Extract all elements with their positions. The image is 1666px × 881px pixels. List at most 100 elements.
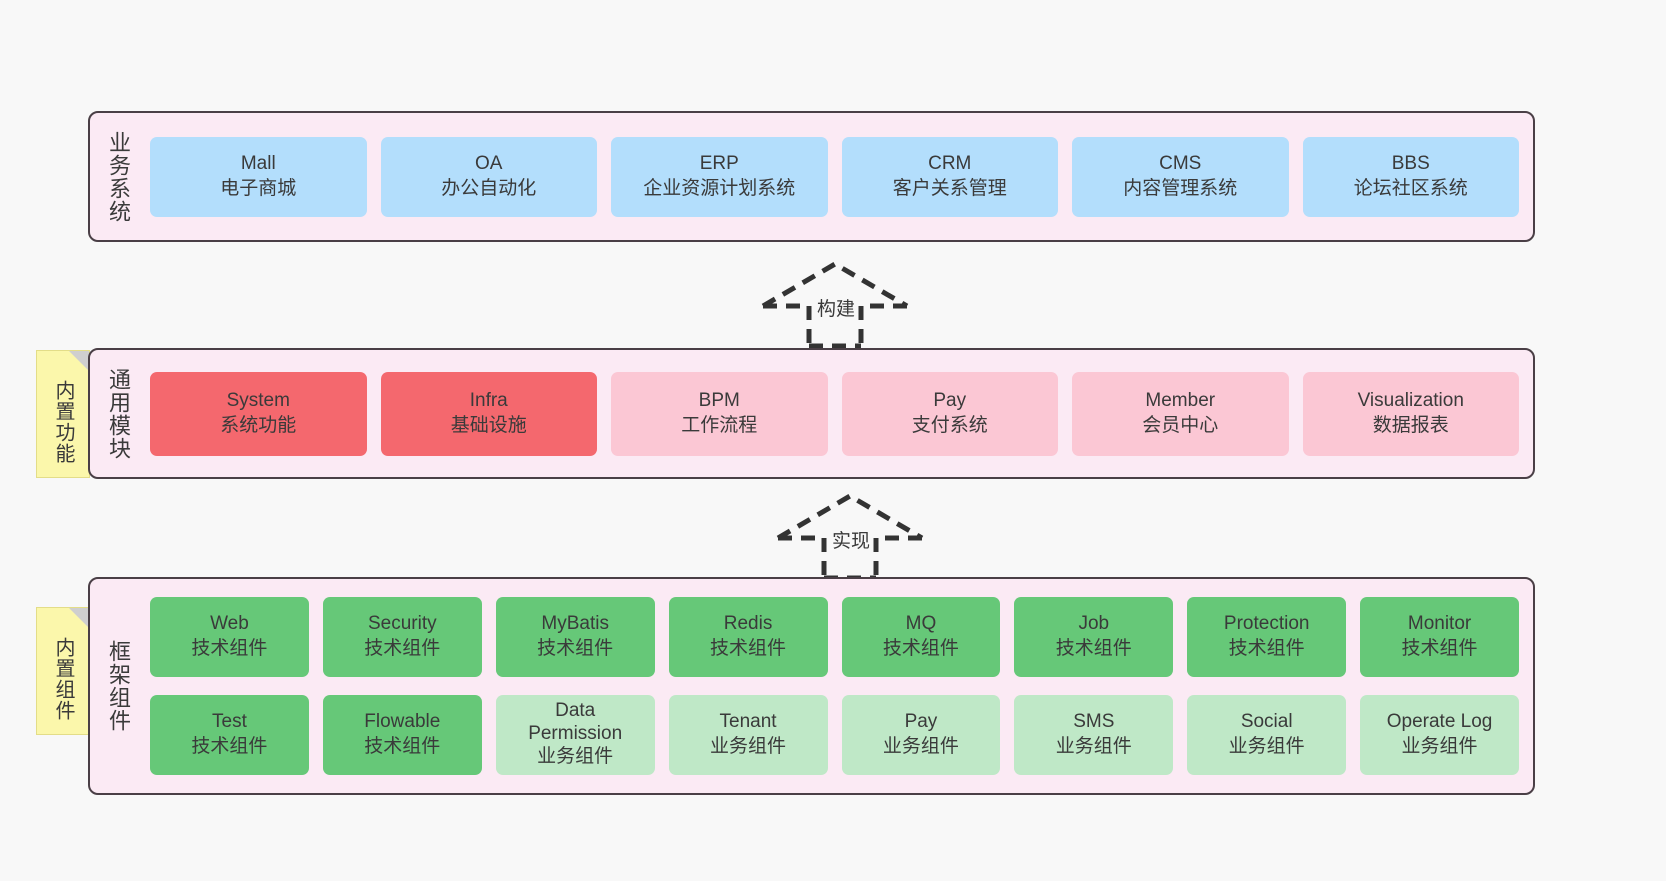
card-crm-cn: 客户关系管理	[892, 177, 1007, 199]
card-oa-en: OA	[475, 152, 503, 174]
card-infra-en: Infra	[469, 389, 508, 411]
card-mq-cn: 技术组件	[882, 638, 959, 659]
card-system-cn: 系统功能	[220, 414, 297, 436]
card-visualization[interactable]: Visualization 数据报表	[1302, 371, 1519, 456]
card-flowable-en: Flowable	[364, 711, 441, 733]
card-web-cn: 技术组件	[191, 638, 268, 659]
card-mybatis-cn: 技术组件	[537, 638, 614, 659]
sticky-note-builtin-components: 内置组件	[36, 607, 90, 735]
card-mybatis-en: MyBatis	[541, 613, 609, 635]
layer-title-business-systems: 业务系统	[105, 130, 131, 223]
card-tenant-cn: 业务组件	[710, 736, 787, 757]
card-mq-en: MQ	[905, 613, 937, 635]
card-member-en: Member	[1145, 389, 1216, 411]
card-member[interactable]: Member 会员中心	[1072, 371, 1289, 456]
card-cms[interactable]: CMS 内容管理系统	[1072, 136, 1289, 217]
card-operate-log-cn: 业务组件	[1401, 736, 1478, 757]
card-infra[interactable]: Infra 基础设施	[380, 371, 597, 456]
card-flowable[interactable]: Flowable 技术组件	[322, 695, 482, 775]
card-erp[interactable]: ERP 企业资源计划系统	[611, 136, 828, 217]
card-bbs-cn: 论坛社区系统	[1353, 177, 1468, 199]
card-infra-cn: 基础设施	[450, 414, 527, 436]
card-social-en: Social	[1240, 711, 1293, 733]
card-redis-cn: 技术组件	[710, 638, 787, 659]
card-cms-cn: 内容管理系统	[1123, 177, 1238, 199]
card-sms[interactable]: SMS 业务组件	[1014, 695, 1174, 775]
card-sms-cn: 业务组件	[1055, 736, 1132, 757]
card-job-cn: 技术组件	[1055, 638, 1132, 659]
card-erp-cn: 企业资源计划系统	[643, 177, 796, 199]
card-oa-cn: 办公自动化	[441, 177, 537, 199]
card-pay-module-cn: 支付系统	[911, 414, 988, 436]
card-crm-en: CRM	[928, 152, 972, 174]
card-visualization-cn: 数据报表	[1372, 414, 1449, 436]
card-tenant-en: Tenant	[719, 711, 777, 733]
card-monitor[interactable]: Monitor 技术组件	[1360, 597, 1519, 677]
card-protection-en: Protection	[1223, 613, 1310, 635]
card-operate-log[interactable]: Operate Log 业务组件	[1360, 695, 1519, 775]
card-security[interactable]: Security 技术组件	[322, 597, 482, 677]
card-data-permission-cn: 业务组件	[537, 746, 614, 768]
layer-framework-components: 框架组件 Web 技术组件 Security 技术组件 MyBatis 技术组件…	[88, 577, 1535, 795]
card-data-permission[interactable]: Data Permission 业务组件	[495, 695, 655, 775]
card-member-cn: 会员中心	[1142, 414, 1219, 436]
card-system-en: System	[226, 389, 290, 411]
arrow-implement: 实现	[770, 490, 930, 581]
card-bbs-en: BBS	[1391, 152, 1430, 174]
card-sms-en: SMS	[1073, 711, 1115, 733]
card-pay-component[interactable]: Pay 业务组件	[841, 695, 1001, 775]
card-protection-cn: 技术组件	[1228, 638, 1305, 659]
framework-row-tech: Web 技术组件 Security 技术组件 MyBatis 技术组件 Redi…	[150, 597, 1519, 677]
card-web-en: Web	[210, 613, 249, 635]
sticky-note-builtin-features-label: 内置功能	[52, 380, 74, 464]
layer-body-framework-components: Web 技术组件 Security 技术组件 MyBatis 技术组件 Redi…	[140, 579, 1533, 793]
card-pay-component-en: Pay	[904, 711, 938, 733]
card-monitor-en: Monitor	[1407, 613, 1472, 635]
card-pay-module-en: Pay	[933, 389, 967, 411]
card-bpm-en: BPM	[698, 389, 740, 411]
layer-business-systems: 业务系统 Mall 电子商城 OA 办公自动化 ERP 企业资源计划系统 CRM…	[88, 111, 1535, 242]
card-test-en: Test	[212, 711, 247, 733]
layer-common-modules: 通用模块 System 系统功能 Infra 基础设施 BPM 工作流程 Pay…	[88, 348, 1535, 479]
sticky-note-builtin-components-label: 内置组件	[52, 637, 74, 721]
card-mybatis[interactable]: MyBatis 技术组件	[495, 597, 655, 677]
layer-title-framework-components: 框架组件	[105, 640, 131, 732]
layer-body-business-systems: Mall 电子商城 OA 办公自动化 ERP 企业资源计划系统 CRM 客户关系…	[140, 113, 1533, 240]
framework-row-business: Test 技术组件 Flowable 技术组件 Data Permission …	[150, 695, 1519, 775]
card-redis-en: Redis	[723, 613, 773, 635]
card-visualization-en: Visualization	[1357, 389, 1464, 411]
arrow-build: 构建	[755, 258, 915, 349]
card-erp-en: ERP	[699, 152, 739, 174]
card-pay-module[interactable]: Pay 支付系统	[841, 371, 1058, 456]
arrow-implement-label: 实现	[832, 531, 871, 552]
card-cms-en: CMS	[1159, 152, 1202, 174]
card-protection[interactable]: Protection 技术组件	[1187, 597, 1347, 677]
card-oa[interactable]: OA 办公自动化	[380, 136, 597, 217]
card-test-cn: 技术组件	[191, 736, 268, 757]
sticky-note-builtin-features: 内置功能	[36, 350, 90, 478]
card-bpm[interactable]: BPM 工作流程	[611, 371, 828, 456]
card-test[interactable]: Test 技术组件	[150, 695, 309, 775]
card-security-en: Security	[367, 613, 437, 635]
card-job[interactable]: Job 技术组件	[1014, 597, 1174, 677]
card-system[interactable]: System 系统功能	[150, 371, 367, 456]
card-pay-component-cn: 业务组件	[882, 736, 959, 757]
card-redis[interactable]: Redis 技术组件	[668, 597, 828, 677]
layer-title-common-modules: 通用模块	[105, 367, 131, 460]
card-job-en: Job	[1078, 613, 1110, 635]
card-flowable-cn: 技术组件	[364, 736, 441, 757]
card-bbs[interactable]: BBS 论坛社区系统	[1302, 136, 1519, 217]
card-web[interactable]: Web 技术组件	[150, 597, 309, 677]
arrow-build-label: 构建	[817, 299, 856, 320]
layer-body-common-modules: System 系统功能 Infra 基础设施 BPM 工作流程 Pay 支付系统…	[140, 350, 1533, 477]
card-social[interactable]: Social 业务组件	[1187, 695, 1347, 775]
card-security-cn: 技术组件	[364, 638, 441, 659]
card-mq[interactable]: MQ 技术组件	[841, 597, 1001, 677]
card-tenant[interactable]: Tenant 业务组件	[668, 695, 828, 775]
card-crm[interactable]: CRM 客户关系管理	[841, 136, 1058, 217]
card-mall[interactable]: Mall 电子商城	[150, 136, 367, 217]
card-data-permission-en: Data Permission	[528, 699, 623, 744]
card-mall-cn: 电子商城	[220, 177, 297, 199]
card-bpm-cn: 工作流程	[681, 414, 758, 436]
arrow-implement-shape	[776, 493, 924, 581]
